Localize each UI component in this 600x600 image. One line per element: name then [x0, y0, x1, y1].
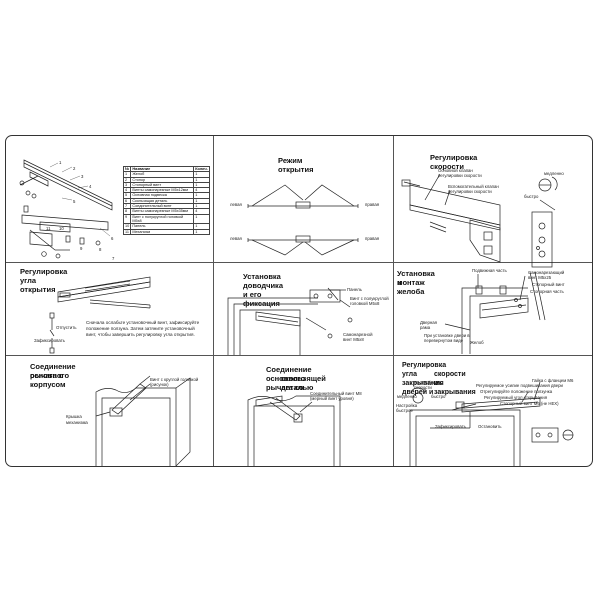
opening-left-label-bottom: левая	[230, 236, 242, 241]
main-arm-slide-title-2: скользящей деталью	[281, 374, 326, 392]
cell-qty: 4	[193, 208, 210, 215]
speed-setting-label: Настройка скорости	[414, 380, 436, 390]
slow-label: медленно	[544, 171, 564, 176]
cell-name: Винты самонарезные M5x35мм	[130, 208, 195, 215]
column-divider-2	[393, 136, 394, 466]
closing-fast-label: быстро	[431, 394, 446, 399]
panel-label: Панель	[347, 287, 362, 292]
angle-adjust-title: Регулировка угла открытия	[20, 267, 68, 294]
callout-10: 10	[59, 226, 64, 231]
callout-2: 2	[73, 166, 76, 171]
row-divider-2	[6, 355, 592, 356]
self-screw-label: Самонарезной винт M5x8	[343, 332, 373, 342]
header-qty: Колич.	[193, 165, 210, 173]
callout-9: 9	[80, 246, 83, 251]
track-install-title-2: монтаж желоба	[397, 278, 425, 296]
flange-nut-label: Гайка с фланцем M6	[532, 378, 574, 383]
closer-install-title: Установка доводчика и его фиксация	[243, 272, 283, 308]
cover-label-2: механизма	[66, 420, 88, 425]
sliding-part-label: Подвижная часть	[472, 268, 507, 273]
callout-7: 7	[112, 256, 115, 261]
stop-part-label: Стопорная часть	[530, 289, 564, 294]
row-divider-1	[6, 262, 592, 263]
callout-11: 11	[46, 226, 51, 231]
cell-name: Основная подвеска	[130, 192, 195, 199]
closing-slow-label: медленно	[397, 394, 417, 399]
opening-mode-title: Режим открытия	[278, 156, 314, 174]
connect-screw-label: Соединительный винт M8 (мерный винт уров…	[310, 391, 362, 401]
main-arm-body-title-2: рычага с корпусом	[30, 371, 66, 389]
column-divider-1	[213, 136, 214, 466]
round-screw-label: Винт с полукруглой головкой M5x8	[350, 296, 389, 306]
cell-name: Скользящая деталь	[130, 197, 195, 205]
cover-label-1: Крышка	[66, 414, 82, 419]
callout-6: 6	[111, 236, 114, 241]
release-label: Отпустить	[56, 325, 77, 330]
cell-qty: 1	[193, 228, 210, 235]
cell-name: Винты самонарезные M5x12мм	[130, 187, 195, 194]
header-number: №	[122, 165, 132, 173]
fast-label: быстро	[524, 194, 539, 199]
track-label: Желоб	[470, 340, 484, 345]
fix-label-2: Зафиксировать	[435, 424, 466, 429]
callout-8: 8	[99, 247, 102, 252]
closing-angle-title-2: скорости их закрывания	[434, 371, 476, 396]
stop-screw-label: Стопорный винт	[532, 282, 565, 287]
slider-pos-label: Отрегулируйте положение ползунка	[480, 389, 553, 394]
opening-right-label-top: правая	[365, 202, 380, 207]
fix-label: Зафиксировать	[34, 338, 65, 343]
callout-5: 5	[73, 199, 76, 204]
instruction-sheet	[5, 135, 593, 467]
callout-1: 1	[59, 160, 62, 165]
callout-4: 4	[89, 184, 92, 189]
angle-adjust-text: Сначала ослабьте установочный винт, зафи…	[86, 320, 200, 337]
speed-adjust-title: Регулировка скорости	[430, 153, 478, 171]
callout-3: 3	[81, 174, 84, 179]
stop-label: Остановить	[478, 424, 502, 429]
main-arm-body-title-1: Соединение основного	[30, 362, 76, 380]
opening-angle-label: Регулируемый угол открывания	[484, 395, 548, 400]
cell-name: Механизм	[130, 228, 195, 235]
cell-num: 8	[122, 208, 132, 215]
opening-right-label-bottom: правая	[365, 236, 380, 241]
force-label: Регулируемое усилие подвешивания двери	[476, 383, 563, 388]
cell-num: 10	[122, 223, 132, 230]
valve-main-label: Основной клапан регулировки скорости	[438, 168, 482, 178]
closing-angle-title-1: Регулировка угла закрывания дверей и	[402, 362, 447, 396]
round-head-screw-label: Винт с круглой головкой (рисунок)	[150, 377, 199, 387]
valve-aux-label: Вспомогательный клапан регулировки скоро…	[448, 184, 499, 194]
cell-name: Соединительный винт	[130, 203, 195, 210]
reverse-install-label: При установке двери в перевернутом виде	[424, 333, 470, 343]
setting-fast-label: Настройка быстрое	[396, 403, 418, 413]
self-screw-m5x25-label: Самонарезающий винт M5x25	[528, 270, 565, 280]
opening-left-label-top: левая	[230, 202, 242, 207]
main-arm-slide-title-1: Соединение основного рычага со	[266, 365, 312, 392]
door-frame-label: Дверная рама	[420, 320, 438, 330]
track-install-title-1: Установка и	[397, 269, 435, 287]
m6-screw-label: Стопорный винт M6 (не HEX)	[500, 401, 559, 406]
cell-num: 11	[122, 228, 132, 235]
